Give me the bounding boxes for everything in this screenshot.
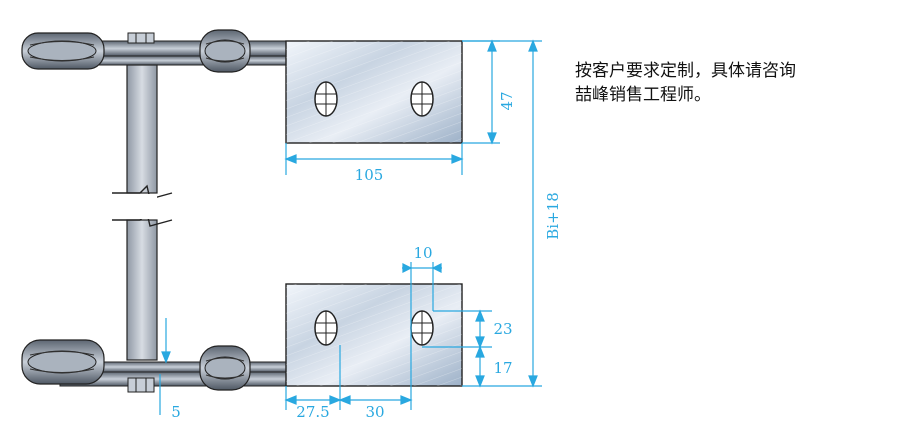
dim-hole-pitch: 30 [365,403,384,421]
top-mounting-plate [285,40,463,144]
slot-hole-icon [410,81,434,117]
slot-hole-icon [314,310,338,346]
dim-plate-length: 105 [355,166,384,184]
dimension-labels: 47 105 Bi+18 10 23 17 5 27.5 30 [171,91,562,421]
dim-bottom-offset: 17 [493,359,512,377]
dim-overall-width: Bi+18 [544,192,562,239]
note-line-1: 按客户要求定制，具体请咨询 [575,61,796,81]
chain-roller-right-top [199,29,251,73]
dim-first-hole: 27.5 [296,403,329,421]
custom-order-note: 按客户要求定制，具体请咨询 喆峰销售工程师。 [575,59,875,107]
bottom-mounting-plate [285,283,463,387]
note-line-2: 喆峰销售工程师。 [575,85,711,105]
dim-plate-height: 47 [498,91,516,110]
chain-roller-left-top [21,32,105,70]
dimension-lines [159,39,542,415]
dim-slot-offset: 23 [493,320,512,338]
slot-hole-icon [410,310,434,346]
slot-hole-icon [314,81,338,117]
dim-slot-width: 10 [413,244,432,262]
chain-roller-right-bottom [199,345,251,391]
chain-roller-left-bottom [21,339,105,385]
vertical-rod [112,64,173,361]
dim-edge-offset: 5 [171,403,181,421]
